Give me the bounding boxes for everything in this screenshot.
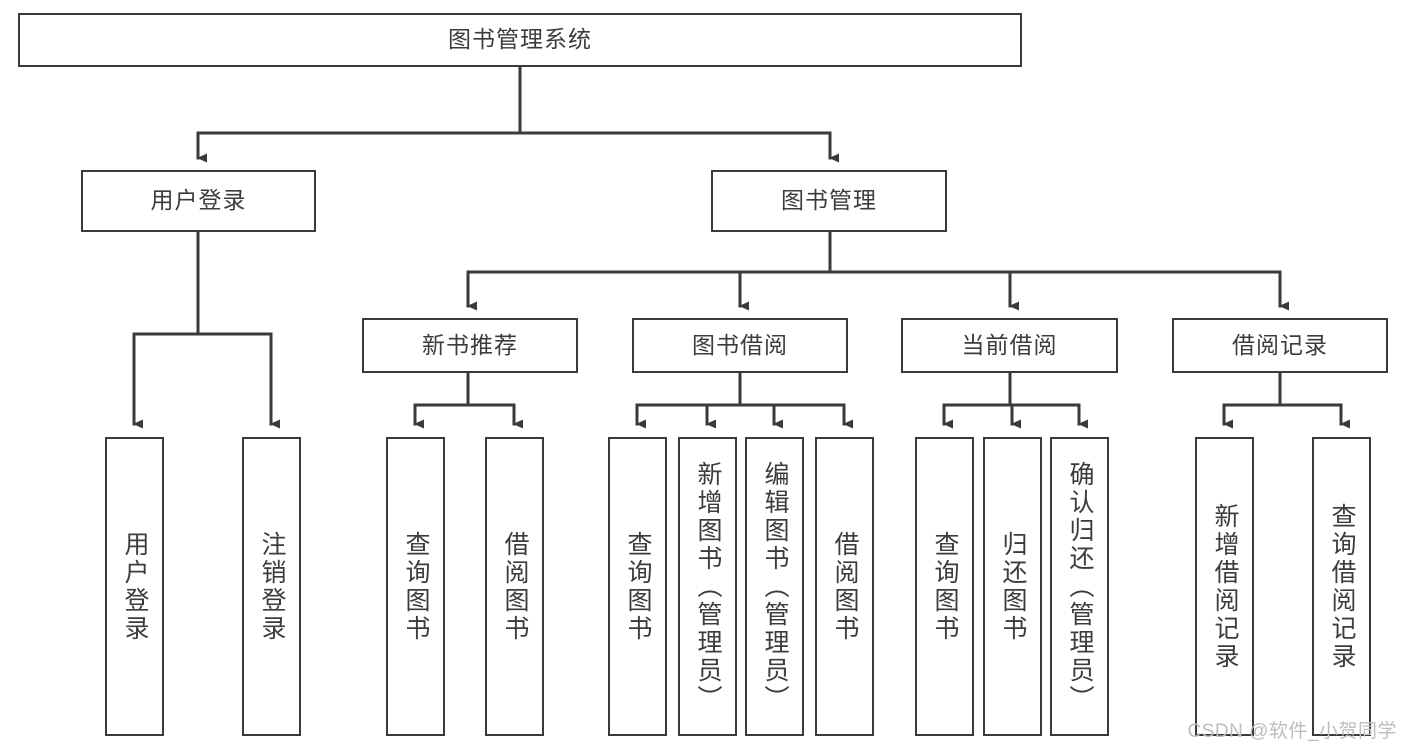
node-label: 借阅图书 — [831, 530, 859, 643]
leaf-new-book-query[interactable]: 查询图书 — [386, 437, 445, 736]
node-label: 查询图书 — [931, 530, 959, 643]
node-book-manage[interactable]: 图书管理 — [711, 170, 947, 232]
node-borrow-record[interactable]: 借阅记录 — [1172, 318, 1388, 373]
leaf-current-borrow-confirm[interactable]: 确认归还（管理员） — [1050, 437, 1109, 736]
node-label: 新增图书（管理员） — [694, 460, 722, 713]
node-label: 编辑图书（管理员） — [761, 460, 789, 713]
node-label: 图书管理系统 — [448, 26, 592, 53]
leaf-book-borrow-query[interactable]: 查询图书 — [608, 437, 667, 736]
leaf-book-borrow-borrow[interactable]: 借阅图书 — [815, 437, 874, 736]
node-label: 当前借阅 — [961, 331, 1058, 358]
leaf-user-login-logout[interactable]: 注销登录 — [242, 437, 301, 736]
node-label: 图书管理 — [781, 187, 877, 214]
node-label: 查询借阅记录 — [1328, 502, 1356, 671]
node-label: 注销登录 — [258, 530, 286, 643]
node-label: 新书推荐 — [422, 331, 518, 358]
csdn-watermark: CSDN @软件_小贺同学 — [1187, 721, 1397, 742]
node-label: 用户登录 — [121, 530, 149, 643]
node-user-login[interactable]: 用户登录 — [81, 170, 316, 232]
node-current-borrow[interactable]: 当前借阅 — [901, 318, 1118, 373]
leaf-book-borrow-edit[interactable]: 编辑图书（管理员） — [745, 437, 804, 736]
node-label: 查询图书 — [402, 530, 430, 643]
leaf-borrow-record-query[interactable]: 查询借阅记录 — [1312, 437, 1371, 736]
node-label: 图书借阅 — [692, 331, 788, 358]
leaf-new-book-borrow[interactable]: 借阅图书 — [485, 437, 544, 736]
node-label: 借阅记录 — [1232, 331, 1328, 358]
leaf-book-borrow-add[interactable]: 新增图书（管理员） — [678, 437, 737, 736]
leaf-user-login-login[interactable]: 用户登录 — [105, 437, 164, 736]
node-root-system[interactable]: 图书管理系统 — [18, 13, 1022, 67]
node-label: 借阅图书 — [501, 530, 529, 643]
node-label: 查询图书 — [624, 530, 652, 643]
node-label: 用户登录 — [150, 187, 247, 214]
leaf-current-borrow-return[interactable]: 归还图书 — [983, 437, 1042, 736]
leaf-current-borrow-query[interactable]: 查询图书 — [915, 437, 974, 736]
leaf-borrow-record-add[interactable]: 新增借阅记录 — [1195, 437, 1254, 736]
node-label: 归还图书 — [999, 530, 1027, 643]
node-new-book-recommend[interactable]: 新书推荐 — [362, 318, 578, 373]
node-book-borrow[interactable]: 图书借阅 — [632, 318, 848, 373]
node-label: 确认归还（管理员） — [1066, 460, 1094, 713]
node-label: 新增借阅记录 — [1211, 502, 1239, 671]
